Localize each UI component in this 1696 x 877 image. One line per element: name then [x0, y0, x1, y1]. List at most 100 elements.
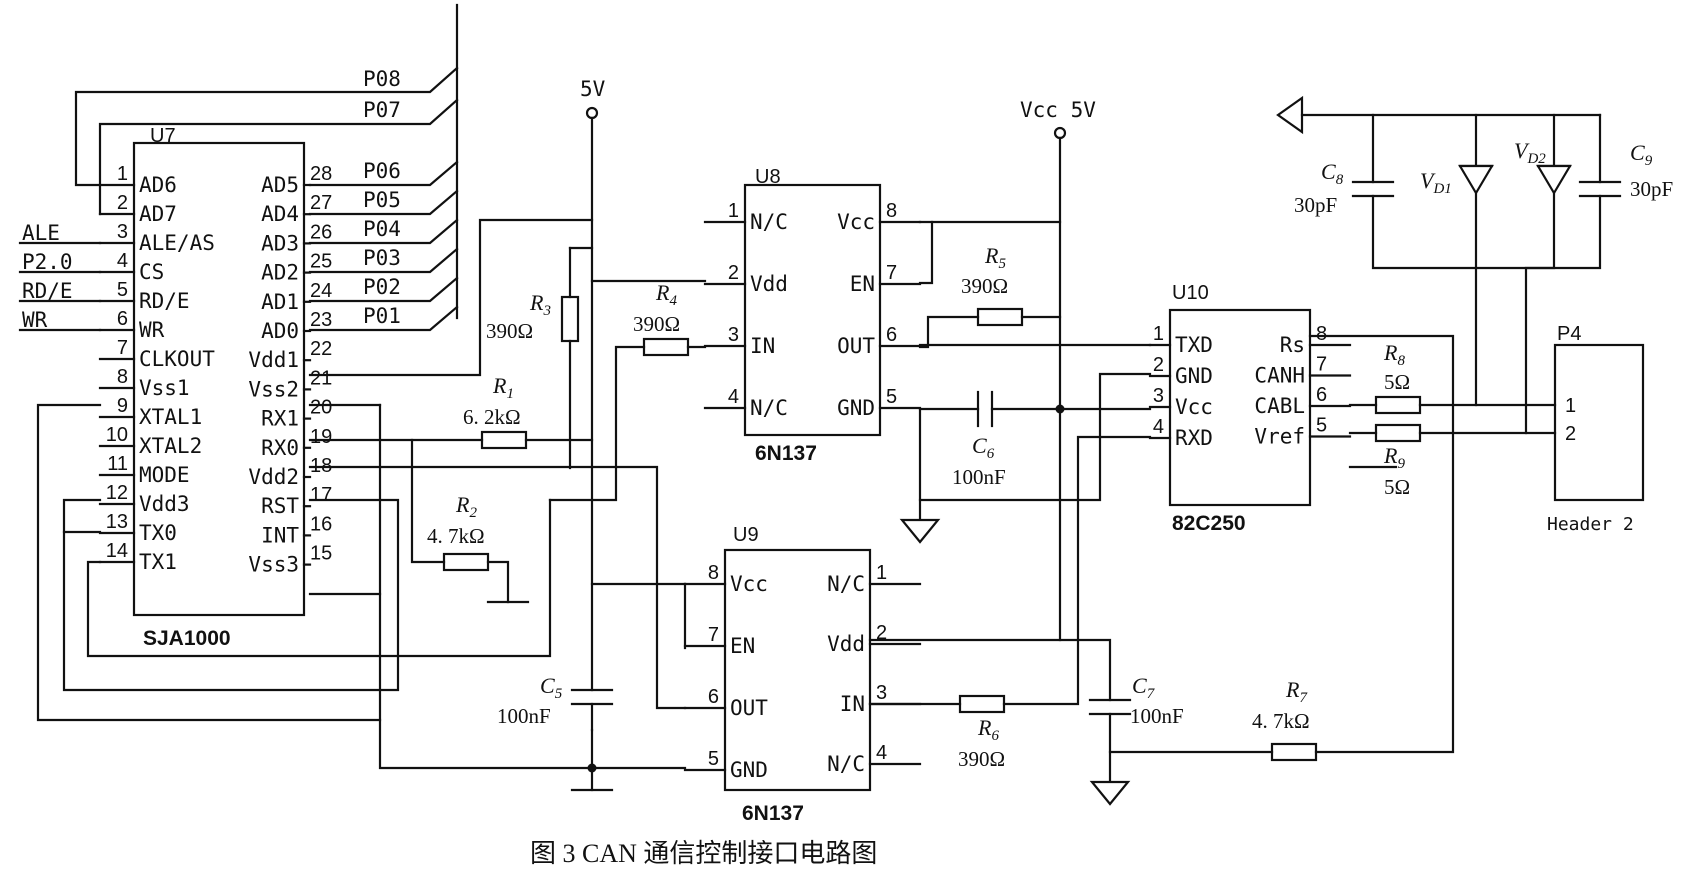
r2-ref: R2: [455, 492, 477, 521]
u9-pin-6-number: 6: [708, 686, 719, 708]
u7-pin-23-label: AD0: [261, 319, 299, 343]
u8-pin-5-label: GND: [837, 396, 875, 420]
vcc-5v-label: Vcc 5V: [1020, 98, 1096, 122]
r3-ref: R3: [529, 290, 551, 319]
bus-p05: P05: [363, 188, 401, 212]
u8-pin-5-number: 5: [886, 386, 897, 408]
signal-p20: P2.0: [22, 250, 73, 274]
u7-pin-6-label: WR: [139, 318, 165, 342]
c5-value: 100nF: [497, 704, 551, 728]
signal-rde: RD/E: [22, 279, 73, 303]
c8-value: 30pF: [1294, 193, 1337, 217]
u7-pin-22-label: Vdd1: [248, 348, 299, 372]
r2-value: 4. 7kΩ: [427, 524, 485, 548]
r1-ref: R1: [492, 373, 514, 402]
r3-value: 390Ω: [486, 319, 533, 343]
u7-pin-20-number: 20: [310, 397, 332, 419]
u8-body: [743, 183, 882, 437]
u7-pin-24-number: 24: [310, 280, 332, 302]
c9-value: 30pF: [1630, 177, 1673, 201]
u7-right-pins: 28AD527AD426AD325AD224AD123AD022Vdd121Vs…: [248, 163, 332, 577]
u8-ref: U8: [755, 166, 781, 188]
r9-ref: R9: [1383, 443, 1405, 472]
bus-p07: P07: [363, 98, 401, 122]
vd1-ref: VD1: [1420, 168, 1452, 197]
u7-pin-19-number: 19: [310, 426, 332, 448]
u8-pin-7-label: EN: [850, 272, 875, 296]
c5-ref: C5: [540, 673, 563, 702]
u7-pin-21-number: 21: [310, 367, 332, 389]
u9-pin-8-label: Vcc: [730, 572, 768, 596]
u7-pin-25-number: 25: [310, 251, 332, 273]
u7-pin-26-number: 26: [310, 221, 332, 243]
bus-p04: P04: [363, 217, 401, 241]
u8-part-name: 6N137: [755, 442, 817, 465]
u10-pin-4-number: 4: [1153, 416, 1164, 438]
c7-ref: C7: [1132, 673, 1156, 702]
u10-pin-6-number: 6: [1316, 384, 1327, 406]
u7-pin-6-number: 6: [117, 308, 128, 330]
u8-pin-3-label: IN: [750, 334, 775, 358]
u9-pin-2-label: Vdd: [827, 632, 865, 656]
u7-pin-13-label: TX0: [139, 521, 177, 545]
u7-pin-15-number: 15: [310, 543, 332, 565]
u10-pin-4-label: RXD: [1175, 426, 1213, 450]
u7-pin-5-label: RD/E: [139, 289, 190, 313]
u7-pin-9-label: XTAL1: [139, 405, 202, 429]
r9-value: 5Ω: [1384, 475, 1410, 499]
u9-pin-4-number: 4: [876, 742, 887, 764]
u7-pin-7-number: 7: [117, 337, 128, 359]
bus-p06: P06: [363, 159, 401, 183]
u7-pin-21-label: Vss2: [248, 377, 299, 401]
u10-pin-3-label: Vcc: [1175, 395, 1213, 419]
bus-p08: P08: [363, 67, 401, 91]
u7-pin-12-number: 12: [106, 482, 128, 504]
r7-ref: R7: [1285, 677, 1308, 706]
r4-value: 390Ω: [633, 312, 680, 336]
vd1-diode: [1458, 164, 1494, 196]
u7-pin-22-number: 22: [310, 338, 332, 360]
u8-pin-2-label: Vdd: [750, 272, 788, 296]
r5-ref: R5: [984, 243, 1006, 272]
u7-pin-8-number: 8: [117, 366, 128, 388]
u9-pin-1-label: N/C: [827, 572, 865, 596]
r6-value: 390Ω: [958, 747, 1005, 771]
u7-pin-12-label: Vdd3: [139, 492, 190, 516]
u7-pin-17-number: 17: [310, 484, 332, 506]
u10-pin-7-number: 7: [1316, 354, 1327, 376]
u7-pin-2-label: AD7: [139, 202, 177, 226]
u10-pin-5-label: Vref: [1254, 425, 1305, 449]
u7-pin-27-label: AD4: [261, 202, 299, 226]
u9-part-name: 6N137: [742, 802, 804, 825]
u7-pin-11-number: 11: [107, 453, 128, 475]
u7-pin-5-number: 5: [117, 279, 128, 301]
u7-ref: U7: [150, 125, 176, 147]
left-supply-network: 5V R3 390Ω R1 6. 2kΩ R2 4. 7kΩ C5 100nF: [308, 77, 614, 792]
c8-ref: C8: [1321, 159, 1344, 188]
u7-pin-3-label: ALE/AS: [139, 231, 215, 255]
u8-pin-4-label: N/C: [750, 396, 788, 420]
u10-part-name: 82C250: [1172, 512, 1246, 535]
r8-ref: R8: [1383, 340, 1405, 369]
signal-ale: ALE: [22, 221, 60, 245]
u7-pin-7-label: CLKOUT: [139, 347, 215, 371]
u7-pin-17-label: RST: [261, 494, 299, 518]
u9-pin-4-label: N/C: [827, 752, 865, 776]
bus-p01: P01: [363, 304, 401, 328]
u7-pin-15-label: Vss3: [248, 553, 299, 577]
u7-pin-18-label: Vdd2: [248, 465, 299, 489]
u7-pin-4-number: 4: [117, 250, 128, 272]
u7-pin-19-label: RX0: [261, 436, 299, 460]
p4-name: Header 2: [1547, 514, 1634, 535]
u7-pin-2-number: 2: [117, 192, 128, 214]
u9-pin-6-label: OUT: [730, 696, 768, 720]
u10-pin-6-label: CABL: [1254, 394, 1305, 418]
u7-pin-13-number: 13: [106, 511, 128, 533]
u9-pin-5-number: 5: [708, 748, 719, 770]
